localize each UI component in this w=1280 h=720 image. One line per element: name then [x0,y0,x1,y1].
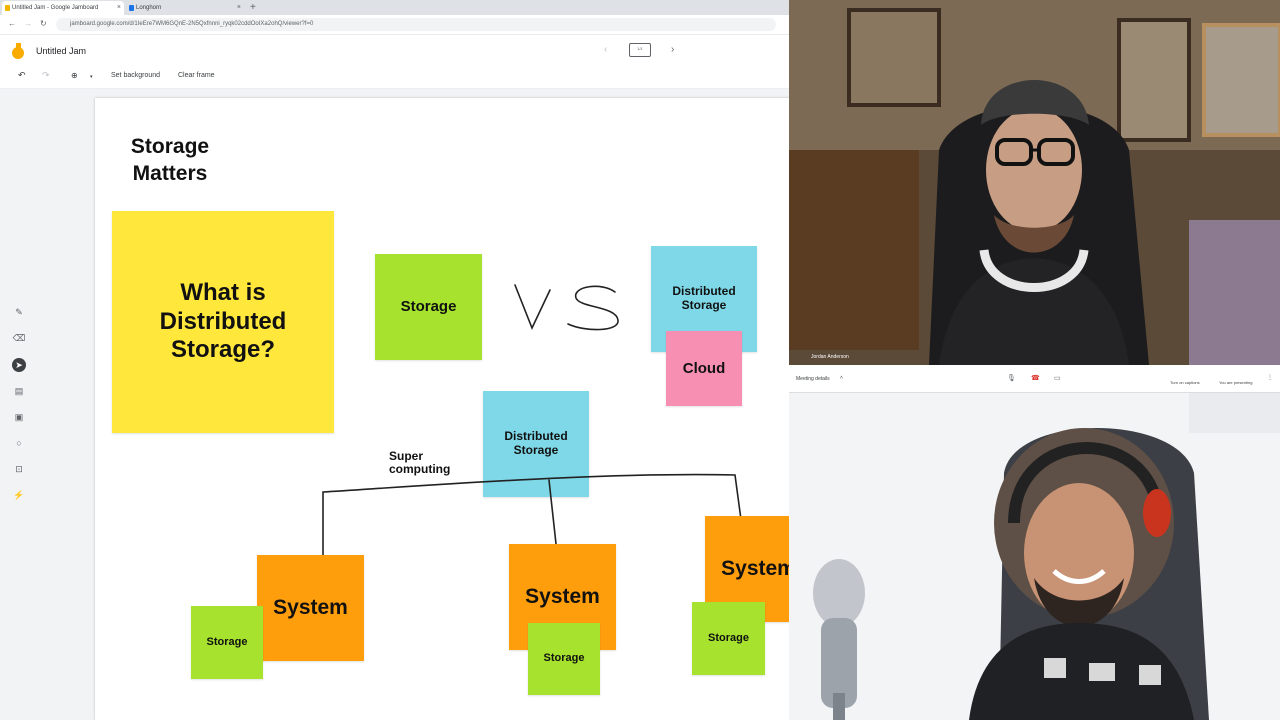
sticky-note-text: Storage [543,652,585,665]
reload-icon[interactable]: ↻ [40,19,47,28]
sticky-note-cloud[interactable]: Cloud [666,331,742,406]
forward-icon[interactable]: → [24,19,32,28]
zoom-icon[interactable]: ⊕ [71,71,78,80]
next-frame-icon[interactable]: › [671,44,675,55]
frame-counter: 1/1 [637,46,643,51]
sticky-note-text: Distributed Storage [504,429,568,458]
meet-controls-bar: Meeting details ˄ 🎙 ☎ ▭ Turn on captions… [789,365,1280,393]
text-box-icon[interactable]: ⊡ [15,464,23,474]
redo-icon[interactable]: ↷ [42,70,50,80]
url-field[interactable]: jamboard.google.com/d/1IeEre7WM6GQnE-2N5… [56,18,776,31]
pen-icon[interactable]: ✎ [15,307,23,317]
turn-on-captions-button[interactable]: Turn on captions [1170,380,1200,385]
jamboard-favicon-icon [5,5,10,11]
eraser-icon[interactable]: ⌫ [12,333,26,343]
laser-icon[interactable]: ⚡ [13,490,25,500]
jamboard-app-bar: Untitled Jam ‹ 1/1 › [0,35,789,67]
sticky-note-text: What is Distributed Storage? [159,278,287,364]
sticky-note-question[interactable]: What is Distributed Storage? [112,211,334,433]
more-options-icon[interactable]: ⋮ [1267,375,1273,381]
participant-name-tag: Jordan Anderson [811,354,849,360]
tree-connector-lines[interactable] [0,0,800,720]
sticky-note-text: Storage [400,298,457,315]
sticky-note-text: System [721,557,796,580]
sticky-note-text: Storage [206,635,248,648]
browser-tab-jamboard[interactable]: Untitled Jam - Google Jamboard × [2,1,124,15]
previous-frame-icon[interactable]: ‹ [604,44,608,55]
close-tab-icon[interactable]: × [236,4,241,11]
vs-drawing[interactable]: VS [510,280,625,335]
select-icon[interactable]: ➤ [12,358,26,372]
end-call-icon[interactable]: ☎ [1031,375,1040,382]
you-are-presenting-button[interactable]: You are presenting [1219,380,1253,385]
circle-icon[interactable]: ○ [16,438,22,448]
sticky-note-storage-top[interactable]: Storage [375,254,482,360]
set-background-button[interactable]: Set background [111,72,161,79]
longhorn-favicon-icon [129,5,134,11]
sticky-note-text: Distributed Storage [672,284,736,313]
meeting-details-button[interactable]: Meeting details [796,376,830,382]
browser-tab-label: Longhorn [136,5,162,11]
jamboard-toolbar: ↶ ↷ ⊕ ▾ Set background Clear frame [0,67,789,89]
frame-bar-button[interactable]: 1/1 [629,43,651,57]
sticky-note-icon[interactable]: ▤ [14,386,24,396]
browser-tab-label: Untitled Jam - Google Jamboard [12,5,99,11]
sticky-note-storage-mid[interactable]: Storage [528,623,600,695]
image-icon[interactable]: ▣ [14,412,24,422]
back-icon[interactable]: ← [8,19,16,28]
sticky-note-storage-right[interactable]: Storage [692,602,765,675]
sticky-note-storage-left[interactable]: Storage [191,606,263,679]
sticky-note-text: Storage [708,631,749,644]
jam-title[interactable]: Untitled Jam [36,46,87,56]
browser-tab-strip: Untitled Jam - Google Jamboard × Longhor… [0,0,789,15]
webcam-video-image [789,393,1280,720]
clear-frame-button[interactable]: Clear frame [178,72,215,79]
sticky-note-text: Cloud [682,359,726,377]
close-tab-icon[interactable]: × [116,4,121,11]
sticky-note-text: System [525,585,600,608]
super-computing-label[interactable]: Super computing [389,449,451,477]
webcam-video-feed [789,393,1280,720]
zoom-dropdown-icon[interactable]: ▾ [90,74,93,80]
vs-handwriting [514,284,619,331]
participant-video-image [789,0,1280,365]
drawing-tools-panel: ✎ ⌫ ➤ ▤ ▣ ○ ⊡ ⚡ [8,303,30,503]
microphone-icon[interactable]: 🎙 [1007,375,1016,382]
sticky-note-system-left[interactable]: System [257,555,364,661]
new-tab-button[interactable]: + [250,2,256,13]
sticky-note-text: System [273,596,348,619]
address-bar-row: ← → ↻ jamboard.google.com/d/1IeEre7WM6GQ… [0,15,789,35]
board-heading: Storage Matters [130,135,210,186]
jamboard-logo-icon [12,43,24,59]
url-text: jamboard.google.com/d/1IeEre7WM6GQnE-2N5… [70,21,314,27]
meet-video-feed: Jordan Anderson [789,0,1280,365]
browser-tab-longhorn[interactable]: Longhorn × [126,1,244,15]
undo-icon[interactable]: ↶ [18,70,26,80]
camera-icon[interactable]: ▭ [1054,375,1061,382]
chevron-up-icon[interactable]: ˄ [840,375,843,381]
